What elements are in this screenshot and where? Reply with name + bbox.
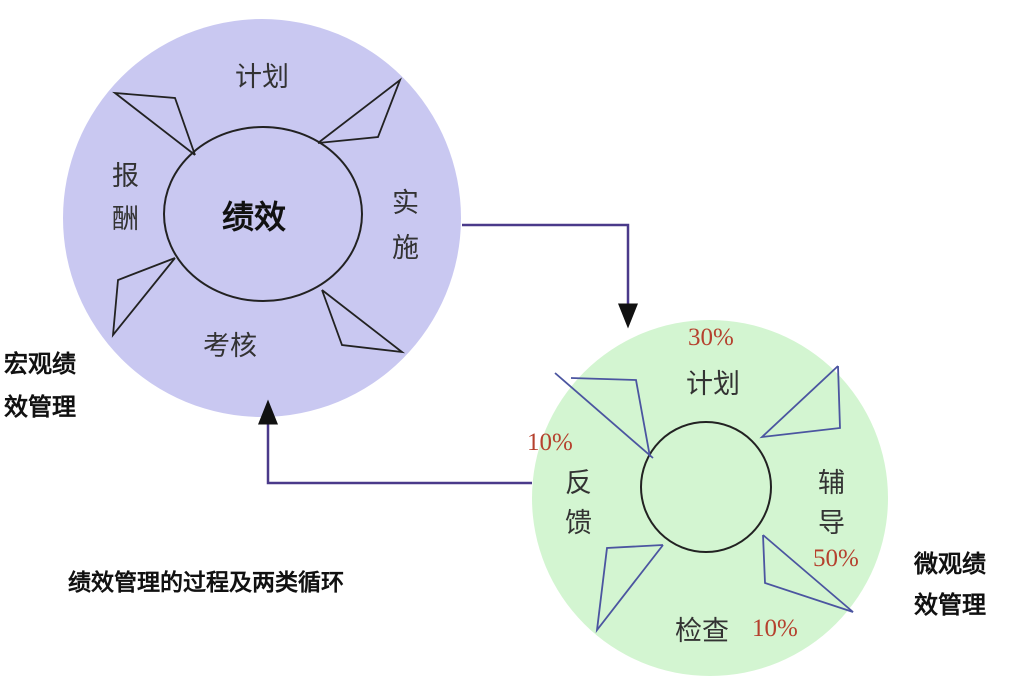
micro-check-label: 检查	[675, 616, 729, 647]
macro-flag-bottom-left	[111, 257, 176, 338]
macro-center-label: 绩效	[222, 198, 286, 236]
diagram-title: 绩效管理的过程及两类循环	[68, 569, 344, 596]
micro-flag-top-left	[554, 372, 654, 459]
macro-reward-label-2: 酬	[112, 204, 139, 235]
macro-flag-top-right	[317, 77, 402, 144]
micro-flag-top-right	[759, 365, 841, 439]
micro-flag-bottom-left	[595, 544, 664, 634]
micro-inner-circle	[640, 421, 772, 553]
micro-flag-top-left-2	[570, 377, 651, 458]
micro-check-pct: 10%	[752, 615, 798, 642]
micro-outer-circle	[532, 320, 888, 676]
micro-plan-label: 计划	[686, 369, 740, 400]
connector-macro-to-micro	[462, 223, 638, 329]
macro-assess-label: 考核	[203, 331, 257, 362]
micro-coach-label-2: 导	[818, 508, 845, 539]
micro-coach-label-1: 辅	[818, 468, 845, 499]
macro-plan-label: 计划	[235, 62, 289, 93]
macro-outer-circle	[63, 19, 461, 417]
macro-implement-label-2: 施	[392, 233, 419, 264]
micro-plan-pct: 30%	[688, 324, 734, 351]
macro-flag-top-left	[112, 91, 196, 156]
macro-flag-bottom-right	[321, 289, 406, 354]
micro-feedback-pct: 10%	[527, 429, 573, 456]
micro-cycle: 30% 计划 10% 反 馈 辅 导 50% 检查 10%	[527, 320, 888, 676]
connector-micro-to-macro	[258, 399, 532, 485]
macro-cycle: 计划 绩效 报 酬 实 施 考核	[63, 19, 461, 417]
micro-caption-2: 效管理	[914, 591, 986, 619]
macro-implement-label-1: 实	[392, 188, 419, 219]
micro-feedback-label-1: 反	[565, 468, 592, 499]
micro-coach-pct: 50%	[813, 545, 859, 572]
micro-flag-bottom-right	[762, 534, 854, 613]
macro-reward-label-1: 报	[112, 161, 139, 192]
macro-caption-2: 效管理	[4, 393, 76, 421]
micro-caption-1: 微观绩	[913, 550, 986, 578]
macro-inner-circle	[163, 126, 363, 302]
macro-caption-1: 宏观绩	[4, 350, 76, 378]
micro-feedback-label-2: 馈	[565, 508, 592, 539]
